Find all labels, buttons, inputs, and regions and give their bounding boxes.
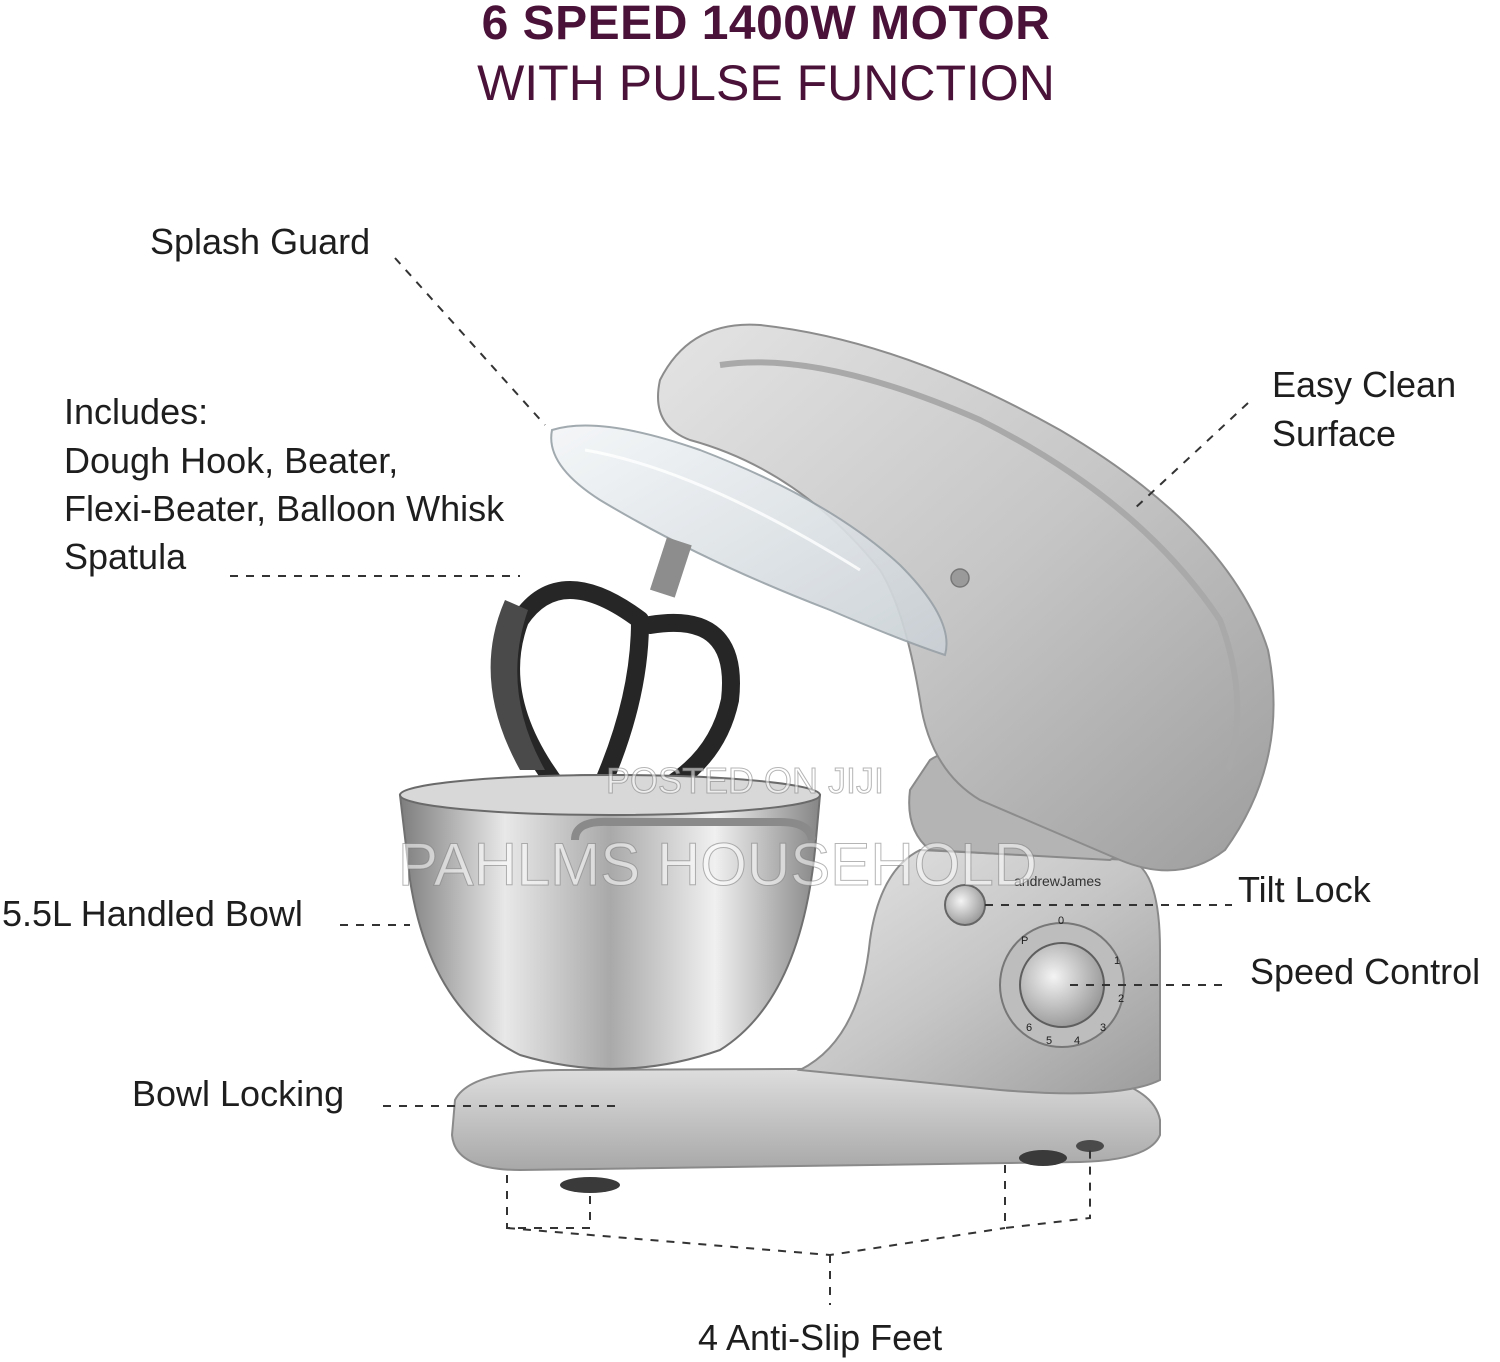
watermark-store: PAHLMS HOUSEHOLD [397, 831, 1038, 899]
beater-shaft [649, 537, 692, 598]
label-speed-control: Speed Control [1250, 951, 1481, 992]
head-screw [950, 568, 970, 588]
brand-logo-text: andrewJames [1014, 873, 1102, 889]
label-tilt-lock: Tilt Lock [1238, 869, 1371, 910]
head-top-panel [719, 359, 1241, 771]
includes-line-1: Dough Hook, Beater, [64, 440, 399, 481]
dial-mark-6: 6 [1026, 1022, 1033, 1034]
foot-front-left [560, 1177, 620, 1193]
watermark-posted: POSTED ON JIJI [605, 760, 885, 802]
beater-flexi-edge [490, 600, 545, 770]
headline-speed-motor: 6 SPEED 1400W MOTOR [481, 0, 1051, 50]
dial-mark-4: 4 [1074, 1035, 1081, 1047]
label-anti-slip-feet: 4 Anti-Slip Feet [698, 1317, 943, 1358]
label-handled-bowl: 5.5L Handled Bowl [2, 893, 303, 934]
bowl-handle [571, 817, 816, 841]
line-easy-clean [1132, 402, 1249, 511]
includes-line-2: Flexi-Beater, Balloon Whisk [64, 488, 505, 529]
line-feet-join [506, 1227, 1006, 1257]
dial-mark-5: 5 [1046, 1035, 1053, 1047]
label-bowl-locking: Bowl Locking [132, 1073, 345, 1114]
foot-rear-right [1076, 1140, 1104, 1152]
dial-mark-p: P [1021, 935, 1029, 947]
includes-line-3: Spatula [64, 536, 187, 577]
line-splash-guard [394, 257, 546, 426]
easy-clean-line-1: Easy Clean [1272, 364, 1457, 405]
callout-lines [230, 257, 1249, 1305]
mixer-base [450, 1066, 1161, 1172]
dial-mark-1: 1 [1114, 955, 1121, 967]
headline-pulse-function: WITH PULSE FUNCTION [477, 55, 1055, 111]
label-splash-guard: Splash Guard [150, 221, 371, 262]
splash-guard [550, 424, 948, 657]
easy-clean-line-2: Surface [1272, 413, 1397, 454]
dial-mark-2: 2 [1118, 993, 1125, 1005]
dial-mark-3: 3 [1100, 1022, 1107, 1034]
dial-mark-0: 0 [1058, 915, 1065, 927]
foot-front-right [1019, 1150, 1067, 1166]
bowl-rim [399, 774, 821, 816]
line-feet-right [1004, 1150, 1091, 1230]
includes-heading: Includes: [64, 391, 209, 432]
